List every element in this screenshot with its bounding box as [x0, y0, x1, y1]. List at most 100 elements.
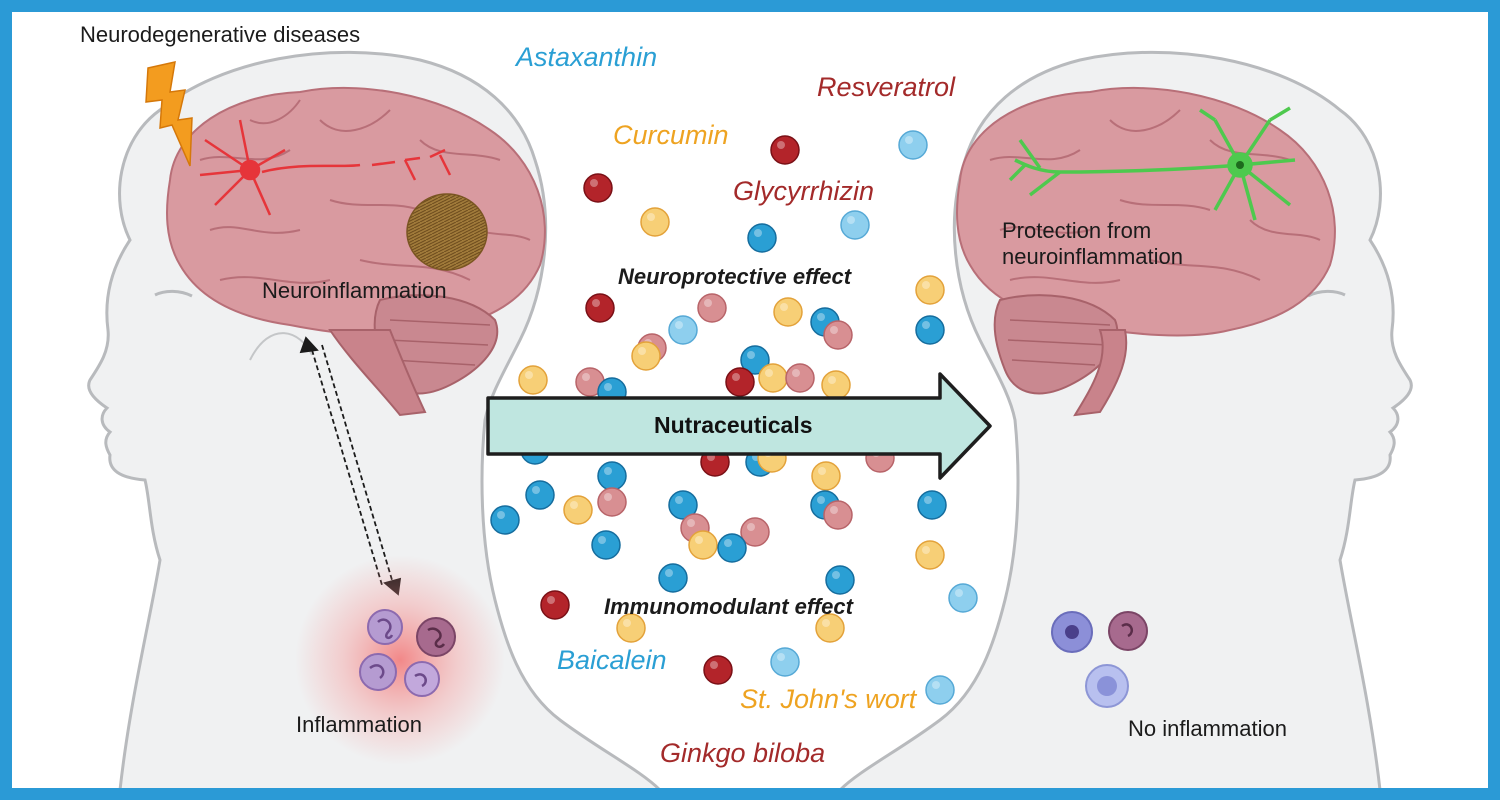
molecule-ball [668, 490, 698, 520]
molecule-ball [597, 461, 627, 491]
molecule-highlight [932, 681, 940, 689]
molecule-highlight [547, 596, 555, 604]
molecule-highlight [955, 589, 963, 597]
molecule-ball [597, 487, 627, 517]
molecule-ball [840, 210, 870, 240]
molecule-ball [898, 130, 928, 160]
nutraceutical-baicalein: Baicalein [557, 645, 667, 675]
nutraceutical-astaxanthin: Astaxanthin [516, 42, 658, 72]
molecule-highlight [847, 216, 855, 224]
molecule-highlight [590, 179, 598, 187]
damaged-neuron-icon [199, 119, 452, 216]
nutraceuticals-label: Nutraceuticals [654, 412, 813, 438]
molecule-ball [540, 590, 570, 620]
molecule-ball [821, 370, 851, 400]
molecule-ball [925, 675, 955, 705]
molecule-ball [703, 655, 733, 685]
neurodegenerative-diseases-label: Neurodegenerative diseases [80, 22, 361, 47]
molecule-ball [585, 293, 615, 323]
healthy-immune-cells-icon [1051, 611, 1148, 708]
molecule-ball [631, 341, 661, 371]
left-brain [166, 86, 546, 417]
molecule-highlight [780, 303, 788, 311]
molecule-ball [815, 613, 845, 643]
molecule-highlight [792, 369, 800, 377]
molecule-highlight [828, 376, 836, 384]
molecule-highlight [687, 519, 695, 527]
molecule-highlight [905, 136, 913, 144]
molecule-highlight [724, 539, 732, 547]
nutraceuticals-arrow [486, 372, 992, 480]
molecule-highlight [817, 496, 825, 504]
molecule-highlight [747, 351, 755, 359]
right-brain [956, 86, 1336, 417]
molecule-highlight [732, 373, 740, 381]
molecule-ball [490, 505, 520, 535]
immune-cells-icon [359, 609, 456, 697]
molecule-ball [725, 367, 755, 397]
nutraceutical-ginkgo-biloba: Ginkgo biloba [660, 738, 826, 768]
molecule-highlight [777, 653, 785, 661]
inflammation-label: Inflammation [296, 712, 422, 737]
molecule-ball [823, 320, 853, 350]
molecule-ball [917, 490, 947, 520]
molecule-highlight [747, 523, 755, 531]
molecule-highlight [922, 281, 930, 289]
molecule-highlight [570, 501, 578, 509]
molecule-highlight [592, 299, 600, 307]
molecule-ball [563, 495, 593, 525]
molecule-highlight [924, 496, 932, 504]
molecule-ball [616, 613, 646, 643]
molecule-highlight [695, 536, 703, 544]
protection-label-line1: Protection from [1002, 218, 1152, 243]
molecule-highlight [604, 383, 612, 391]
molecule-ball [915, 540, 945, 570]
no-inflammation-label: No inflammation [1128, 716, 1287, 741]
molecule-highlight [623, 619, 631, 627]
molecule-highlight [604, 493, 612, 501]
molecule-highlight [710, 661, 718, 669]
molecule-highlight [704, 299, 712, 307]
molecule-ball [915, 315, 945, 345]
molecule-ball [770, 647, 800, 677]
molecule-highlight [777, 141, 785, 149]
nutraceutical-glycyrrhizin: Glycyrrhizin [733, 176, 875, 206]
molecule-highlight [675, 321, 683, 329]
molecule-highlight [675, 496, 683, 504]
molecule-ball [825, 565, 855, 595]
molecule-highlight [818, 467, 826, 475]
molecule-ball [747, 223, 777, 253]
molecule-highlight [647, 213, 655, 221]
molecule-ball [915, 275, 945, 305]
neuroprotective-effect-label: Neuroprotective effect [618, 264, 852, 289]
molecule-highlight [765, 369, 773, 377]
amyloid-plaque-icon [406, 193, 488, 271]
molecule-ball [591, 530, 621, 560]
molecule-ball [785, 363, 815, 393]
lightning-bolt-icon [145, 61, 193, 167]
molecule-ball [717, 533, 747, 563]
molecule-highlight [830, 326, 838, 334]
molecule-highlight [832, 571, 840, 579]
nutraceutical-st-johns-wort: St. John's wort [740, 684, 917, 714]
molecule-ball [518, 365, 548, 395]
molecule-ball [668, 315, 698, 345]
molecule-highlight [665, 569, 673, 577]
nutraceutical-resveratrol: Resveratrol [817, 72, 956, 102]
nutraceutical-curcumin: Curcumin [613, 120, 729, 150]
molecule-ball [688, 530, 718, 560]
molecule-ball [640, 207, 670, 237]
immunomodulant-effect-label: Immunomodulant effect [604, 594, 853, 619]
molecule-ball [823, 500, 853, 530]
molecule-highlight [598, 536, 606, 544]
molecule-ball [740, 345, 770, 375]
molecule-ball [697, 293, 727, 323]
molecule-ball [583, 173, 613, 203]
molecule-highlight [754, 229, 762, 237]
molecule-ball [770, 135, 800, 165]
molecule-ball [811, 461, 841, 491]
neuroinflammation-label: Neuroinflammation [262, 278, 447, 303]
molecule-highlight [922, 321, 930, 329]
molecule-highlight [532, 486, 540, 494]
